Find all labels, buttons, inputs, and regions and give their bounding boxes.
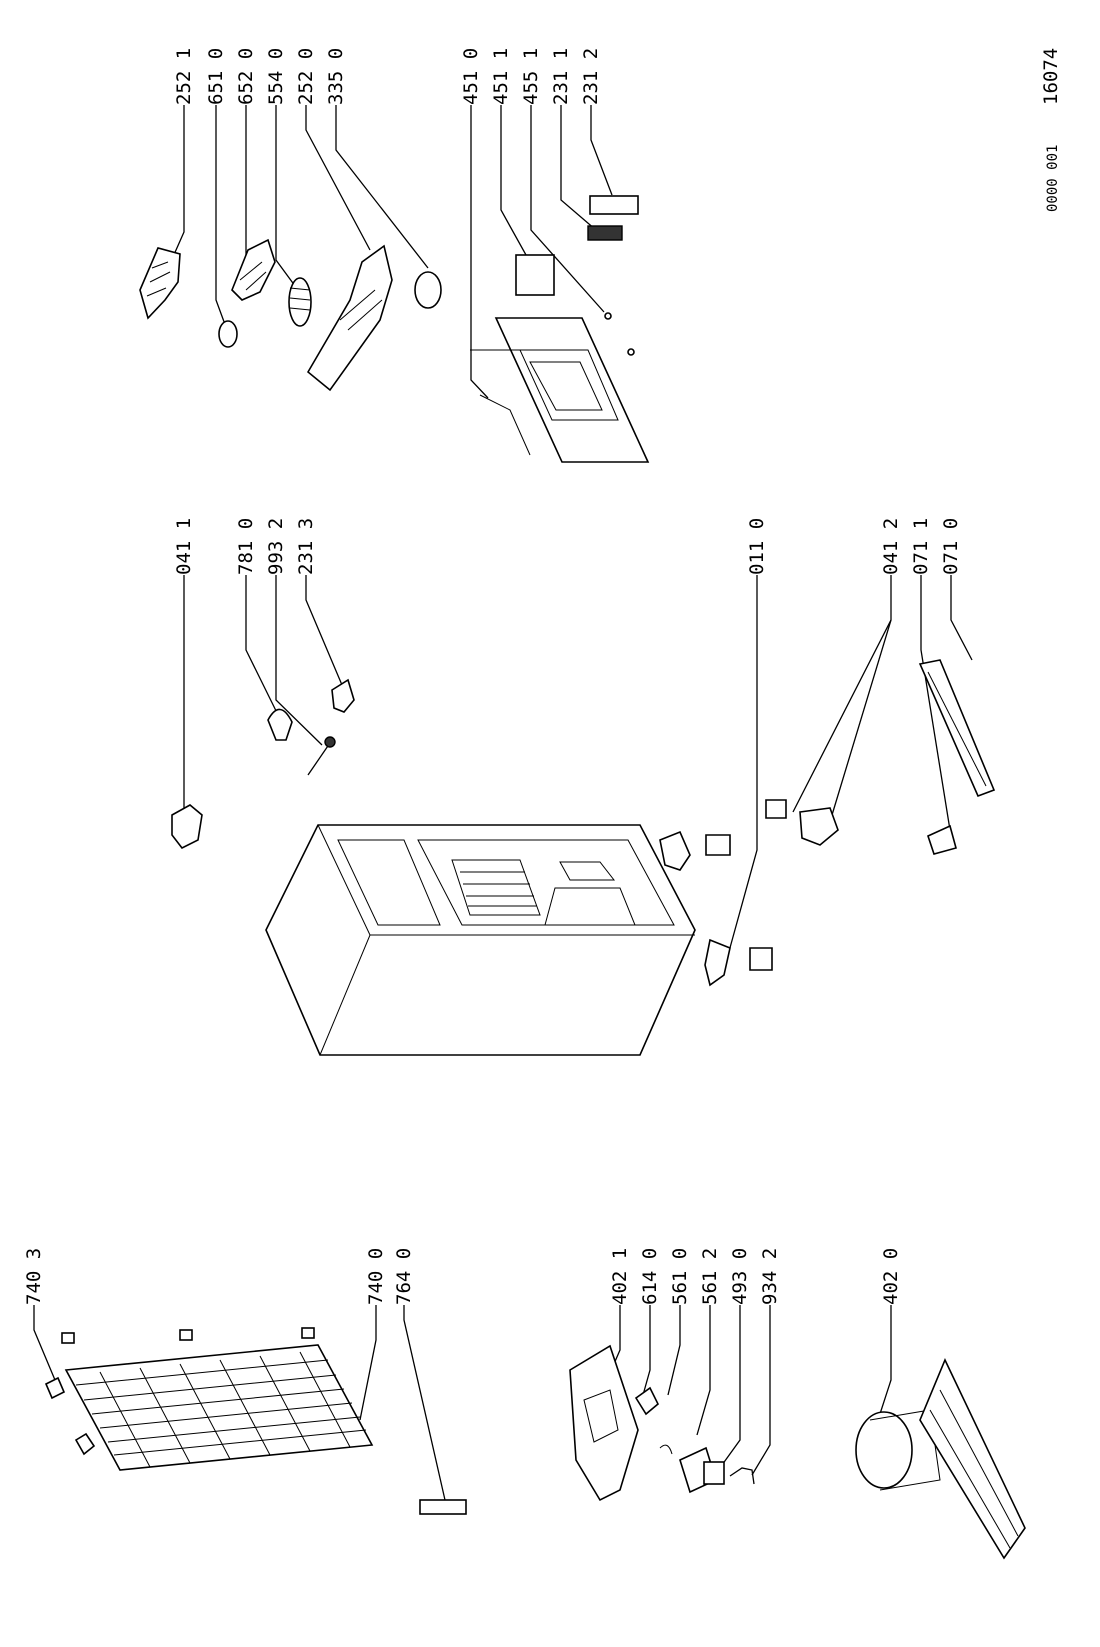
reference-code: 0000 001 <box>1045 145 1061 212</box>
evaporator-plate <box>470 195 650 463</box>
label-231-3: 231 3 <box>295 518 317 575</box>
part-554-0-sketch <box>288 277 312 327</box>
label-011-0: 011 0 <box>746 518 768 575</box>
part-451-0-sketch <box>494 317 650 463</box>
part-740-0-sketch <box>64 1344 374 1471</box>
label-561-2: 561 2 <box>699 1248 721 1305</box>
part-071-1-sketch <box>927 824 957 855</box>
light-cover-assembly <box>569 1344 755 1502</box>
label-041-2: 041 2 <box>880 518 902 575</box>
part-402-0-sketch <box>855 1411 913 1489</box>
label-554-0: 554 0 <box>265 48 287 105</box>
part-402-1-sketch <box>569 1344 639 1502</box>
label-493-0: 493 0 <box>729 1248 751 1305</box>
label-652-0: 652 0 <box>235 48 257 105</box>
hinges-and-feet <box>659 659 996 987</box>
label-071-1: 071 1 <box>910 518 932 575</box>
label-561-0: 561 0 <box>669 1248 691 1305</box>
part-764-0-sketch <box>419 1499 467 1515</box>
label-651-0: 651 0 <box>205 48 227 105</box>
part-041-1-sketch <box>171 804 203 850</box>
label-231-2: 231 2 <box>580 48 602 105</box>
label-335-0: 335 0 <box>325 48 347 105</box>
part-011-0-sketch <box>704 938 731 987</box>
drawing-number: 16074 <box>1040 48 1062 105</box>
label-252-0: 252 0 <box>295 48 317 105</box>
label-451-1: 451 1 <box>490 48 512 105</box>
part-041-2-sketch <box>765 799 787 819</box>
label-402-0: 402 0 <box>880 1248 902 1305</box>
label-781-0: 781 0 <box>235 518 257 575</box>
thermostat-parts <box>139 238 442 392</box>
part-493-0-sketch <box>703 1461 725 1485</box>
part-740-3-sketch <box>44 1376 66 1400</box>
part-231-3-sketch <box>331 678 355 713</box>
label-041-1: 041 1 <box>173 518 195 575</box>
compressor-assembly <box>855 1358 1026 1560</box>
part-934-2-sketch <box>729 1467 755 1485</box>
part-561-0-sketch <box>659 1444 673 1455</box>
part-252-0-sketch <box>306 244 393 392</box>
label-455-1: 455 1 <box>520 48 542 105</box>
part-651-0-sketch <box>218 320 238 348</box>
label-934-2: 934 2 <box>759 1248 781 1305</box>
part-231-2-sketch <box>589 195 639 215</box>
part-614-0-sketch <box>634 1386 659 1416</box>
leader-lines <box>33 105 973 1501</box>
label-402-1: 402 1 <box>609 1248 631 1305</box>
part-231-1-sketch <box>587 225 623 241</box>
label-614-0: 614 0 <box>639 1248 661 1305</box>
part-652-0-sketch <box>231 238 276 301</box>
part-451-1-sketch <box>515 254 555 296</box>
label-740-0: 740 0 <box>365 1248 387 1305</box>
part-781-0-sketch <box>267 708 293 741</box>
label-231-1: 231 1 <box>550 48 572 105</box>
label-740-3: 740 3 <box>23 1248 45 1305</box>
part-labels: 252 1 651 0 652 0 554 0 252 0 335 0 451 … <box>23 48 1062 1305</box>
condenser-grid <box>44 1327 467 1515</box>
label-764-0: 764 0 <box>393 1248 415 1305</box>
part-335-0-sketch <box>414 271 442 309</box>
label-071-0: 071 0 <box>940 518 962 575</box>
refrigerator-cabinet <box>265 824 696 1056</box>
part-455-1-sketch <box>604 312 612 320</box>
label-451-0: 451 0 <box>460 48 482 105</box>
part-252-1-sketch <box>139 247 181 320</box>
label-993-2: 993 2 <box>265 518 287 575</box>
label-252-1: 252 1 <box>173 48 195 105</box>
